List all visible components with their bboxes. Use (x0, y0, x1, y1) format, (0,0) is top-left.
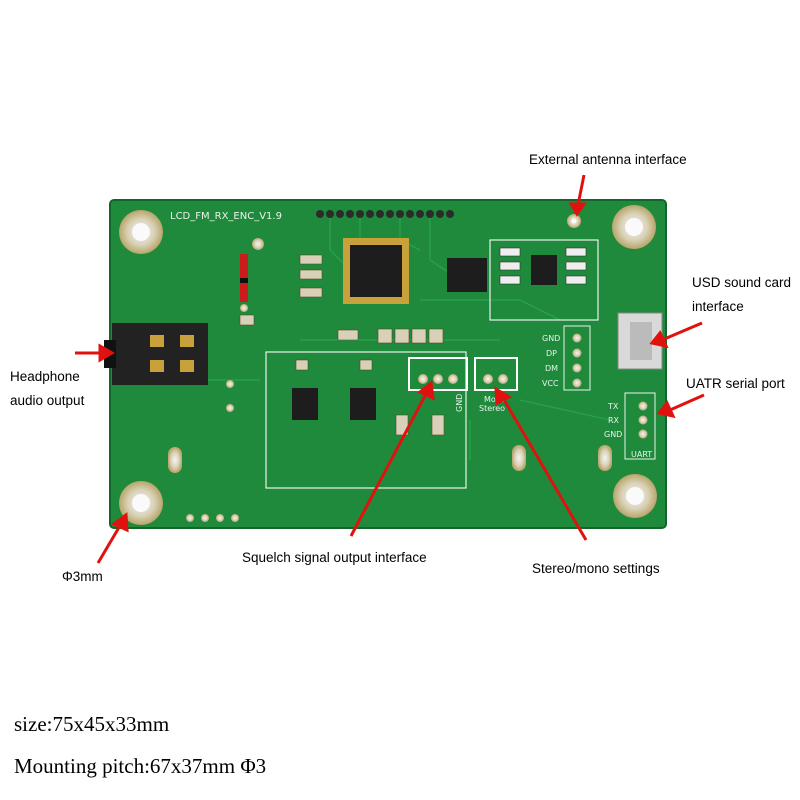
mode-mono-label: Mono (484, 395, 506, 404)
mcu-chip (343, 238, 409, 304)
uart-callout: UATR serial port (686, 376, 785, 391)
pcb-body (110, 200, 666, 528)
mode-stereo-label: Stereo (479, 404, 505, 413)
uart-pin-tx: TX (607, 402, 619, 411)
mounting-spec: Mounting pitch:67x37mm Φ3 (14, 754, 267, 778)
mounting-hole (612, 205, 656, 249)
mounting-hole (613, 474, 657, 518)
mounting-hole (119, 481, 163, 525)
usb-pin-dm: DM (545, 364, 558, 373)
size-spec: size:75x45x33mm (14, 712, 170, 736)
uart-pin-gnd: GND (604, 430, 622, 439)
usb-pin-vcc: VCC (542, 379, 559, 388)
silkscreen-title: LCD_FM_RX_ENC_V1.9 (170, 211, 282, 222)
uart-pin-rx: RX (608, 416, 620, 425)
headphone-callout-line1: Headphone (10, 369, 80, 384)
squelch-gnd-label: GND (455, 394, 464, 412)
hole-callout: Φ3mm (62, 569, 103, 584)
uart-header (638, 401, 648, 439)
diode (240, 238, 264, 312)
usb-callout-line1: USD sound card (692, 275, 792, 290)
usb-pin-dp: DP (546, 349, 557, 358)
usb-pin-gnd: GND (542, 334, 560, 343)
callout-arrows (75, 174, 705, 564)
mounting-hole (119, 210, 163, 254)
headphone-callout-line2: audio output (10, 393, 85, 408)
squelch-header (408, 357, 468, 391)
uart-header-label: UART (631, 450, 652, 459)
squelch-callout: Squelch signal output interface (242, 550, 427, 565)
antenna-callout: External antenna interface (529, 152, 687, 167)
lcd-header-pins (316, 210, 454, 218)
usb-callout-line2: interface (692, 299, 744, 314)
stereo-callout: Stereo/mono settings (532, 561, 660, 576)
headphone-jack (104, 323, 208, 385)
